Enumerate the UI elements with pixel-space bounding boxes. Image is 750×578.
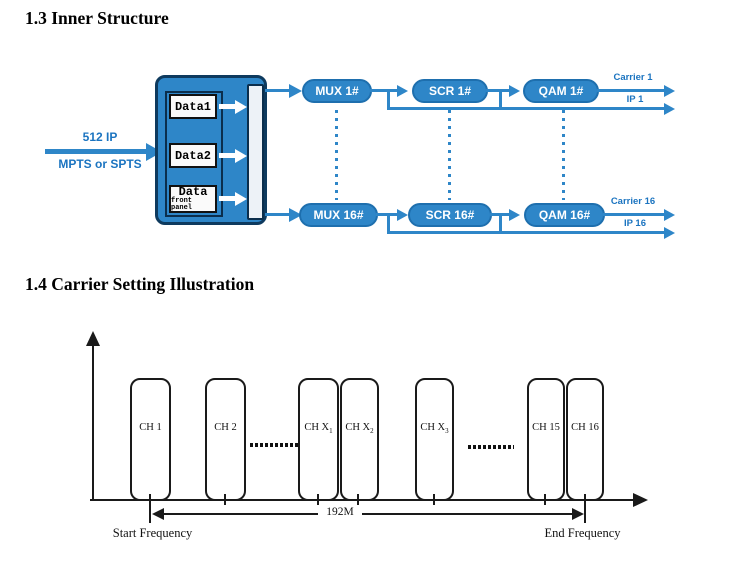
tick-chx3 [433, 494, 435, 505]
row1-ip-arrow-icon [664, 103, 675, 115]
channel-box-chx1: CH X1 [298, 378, 339, 501]
row1-feed-arrow-icon [289, 84, 302, 98]
row1-ip-line [387, 107, 665, 110]
input-arrow-shaft [45, 149, 148, 154]
tick-chx1 [317, 494, 319, 505]
row1-ip-label: IP 1 [626, 94, 644, 105]
row1-mux-scr-arrow-icon [397, 85, 408, 97]
slot-data1: Data1 [169, 94, 217, 119]
channel-label-ch1: CH 1 [139, 422, 162, 433]
row16-mux-scr-arrow-icon [397, 209, 408, 221]
mux-ellipsis-dots [335, 110, 338, 200]
row1-carrier-label: Carrier 1 [613, 72, 653, 83]
slot-data2-label: Data2 [174, 148, 211, 163]
channel-label-chx1: CH X1 [304, 422, 333, 436]
tick-ch15 [544, 494, 546, 505]
slot1-arrow-shaft [219, 104, 236, 109]
channel-label-chx3: CH X3 [420, 422, 449, 436]
channel-label-ch15: CH 15 [532, 422, 560, 433]
channel-box-chx2: CH X2 [340, 378, 379, 501]
row16-feed-arrow-icon [289, 208, 302, 222]
mux1-block: MUX 1# [302, 79, 372, 103]
qam-ellipsis-dots [562, 110, 565, 200]
y-axis [92, 344, 94, 501]
slot-data-front-panel: Data front panel [169, 185, 217, 213]
device-chassis: Data1 Data2 Data front panel [155, 75, 267, 225]
slot3-arrow-shaft [219, 196, 236, 201]
row16-ip-drop1 [387, 213, 390, 234]
row1-scr-qam-arrow-icon [509, 85, 520, 97]
row1-mux-scr-line [370, 89, 398, 92]
tick-chx2 [357, 494, 359, 505]
section-heading-carrier-setting: 1.4 Carrier Setting Illustration [25, 274, 255, 294]
slot2-arrow-shaft [219, 153, 236, 158]
x-axis-arrow-icon [633, 493, 648, 507]
backplane [247, 84, 264, 220]
channel-label-ch2: CH 2 [214, 422, 237, 433]
scr1-block: SCR 1# [412, 79, 488, 103]
scr16-block: SCR 16# [408, 203, 492, 227]
qam16-block: QAM 16# [524, 203, 605, 227]
channel-label-ch16: CH 16 [571, 422, 599, 433]
slot-data3-sublabel: front panel [171, 197, 193, 212]
row16-ip-line [387, 231, 665, 234]
channel-label-chx2: CH X2 [345, 422, 374, 436]
slot-data3-label: Data [178, 185, 208, 199]
start-frequency-tick [149, 494, 151, 523]
row16-ip-label: IP 16 [623, 218, 646, 229]
slot1-arrow-head-icon [235, 100, 247, 114]
slot2-arrow-head-icon [235, 149, 247, 163]
span-label: 192M [326, 506, 354, 518]
start-frequency-label: Start Frequency [112, 526, 193, 540]
end-frequency-label: End Frequency [544, 526, 621, 540]
row16-feed-shaft [265, 213, 291, 216]
row16-carrier-line [603, 213, 665, 216]
slot3-arrow-head-icon [235, 192, 247, 206]
row16-scr-qam-arrow-icon [509, 209, 520, 221]
channel-box-chx3: CH X3 [415, 378, 454, 501]
input-type-label: MPTS or SPTS [58, 157, 142, 171]
mux16-block: MUX 16# [299, 203, 378, 227]
row1-carrier-arrow-icon [664, 85, 675, 97]
span-arrow-right-icon [572, 508, 584, 520]
y-axis-arrow-icon [86, 331, 100, 346]
row1-ip-drop2 [499, 89, 502, 110]
span-line-left [160, 513, 318, 515]
channel-box-ch15: CH 15 [527, 378, 565, 501]
end-frequency-tick [584, 494, 586, 523]
qam1-block: QAM 1# [523, 79, 599, 103]
row16-carrier-label: Carrier 16 [610, 196, 656, 207]
span-arrow-left-icon [152, 508, 164, 520]
input-count-label: 512 IP [82, 130, 118, 144]
row1-ip-drop1 [387, 89, 390, 110]
tick-ch2 [224, 494, 226, 505]
channel-box-ch16: CH 16 [566, 378, 604, 501]
slot-data2: Data2 [169, 143, 217, 168]
channel-ellipsis-dots-left [250, 443, 298, 447]
channel-ellipsis-dots-right [468, 445, 514, 449]
row16-carrier-arrow-icon [664, 209, 675, 221]
section-heading-inner-structure: 1.3 Inner Structure [25, 8, 169, 28]
row1-feed-shaft [265, 89, 291, 92]
slot-data1-label: Data1 [174, 99, 211, 114]
channel-box-ch1: CH 1 [130, 378, 171, 501]
scr-ellipsis-dots [448, 110, 451, 200]
channel-box-ch2: CH 2 [205, 378, 246, 501]
row1-carrier-line [597, 89, 665, 92]
span-line-right [362, 513, 577, 515]
row1-scr-qam-line [486, 89, 510, 92]
row16-ip-drop2 [499, 213, 502, 234]
row16-ip-arrow-icon [664, 227, 675, 239]
